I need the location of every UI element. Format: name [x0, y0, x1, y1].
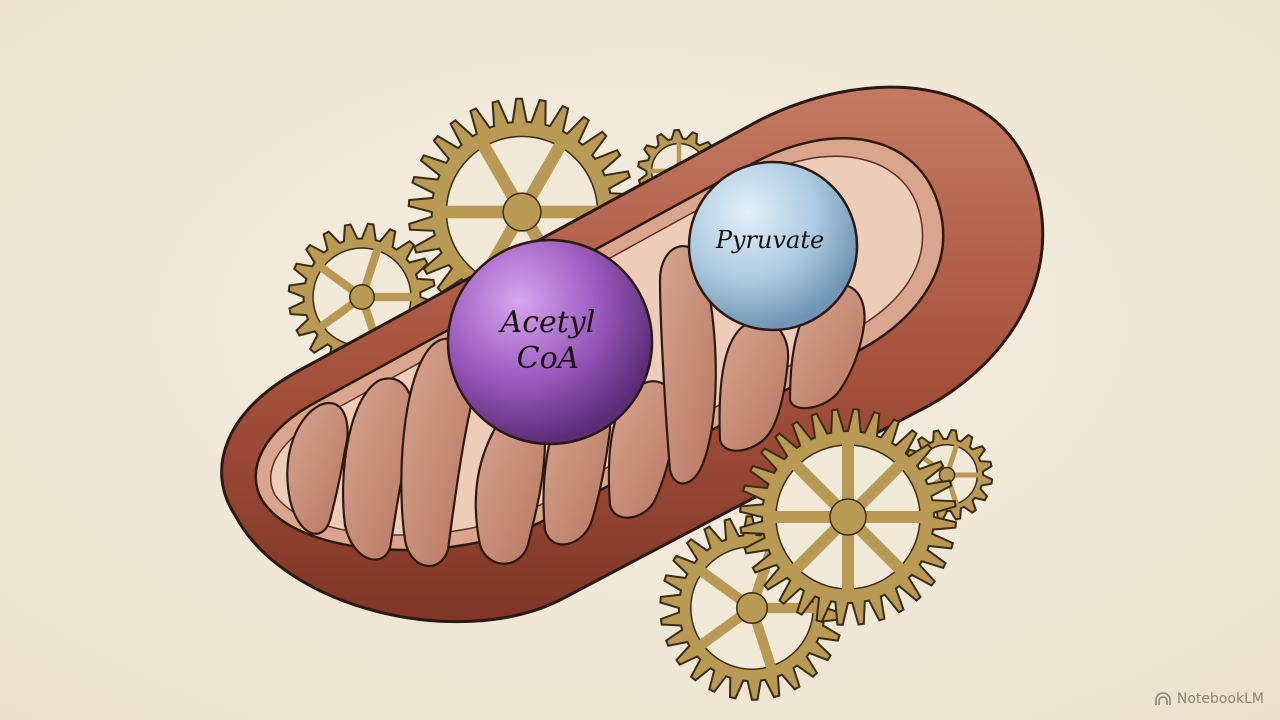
acetyl-coa-label-line2: CoA	[517, 341, 580, 376]
gear-icon	[739, 408, 957, 626]
front-gears-group	[659, 408, 994, 701]
watermark-text: NotebookLM	[1176, 691, 1264, 707]
acetyl-coa-label-line1: Acetyl	[498, 305, 596, 340]
watermark: NotebookLM	[1155, 691, 1264, 707]
pyruvate-label: Pyruvate	[715, 226, 824, 254]
notebooklm-logo-icon	[1155, 692, 1171, 705]
acetyl-coa-molecule: Acetyl CoA	[446, 238, 654, 446]
pyruvate-molecule: Pyruvate	[687, 160, 859, 332]
